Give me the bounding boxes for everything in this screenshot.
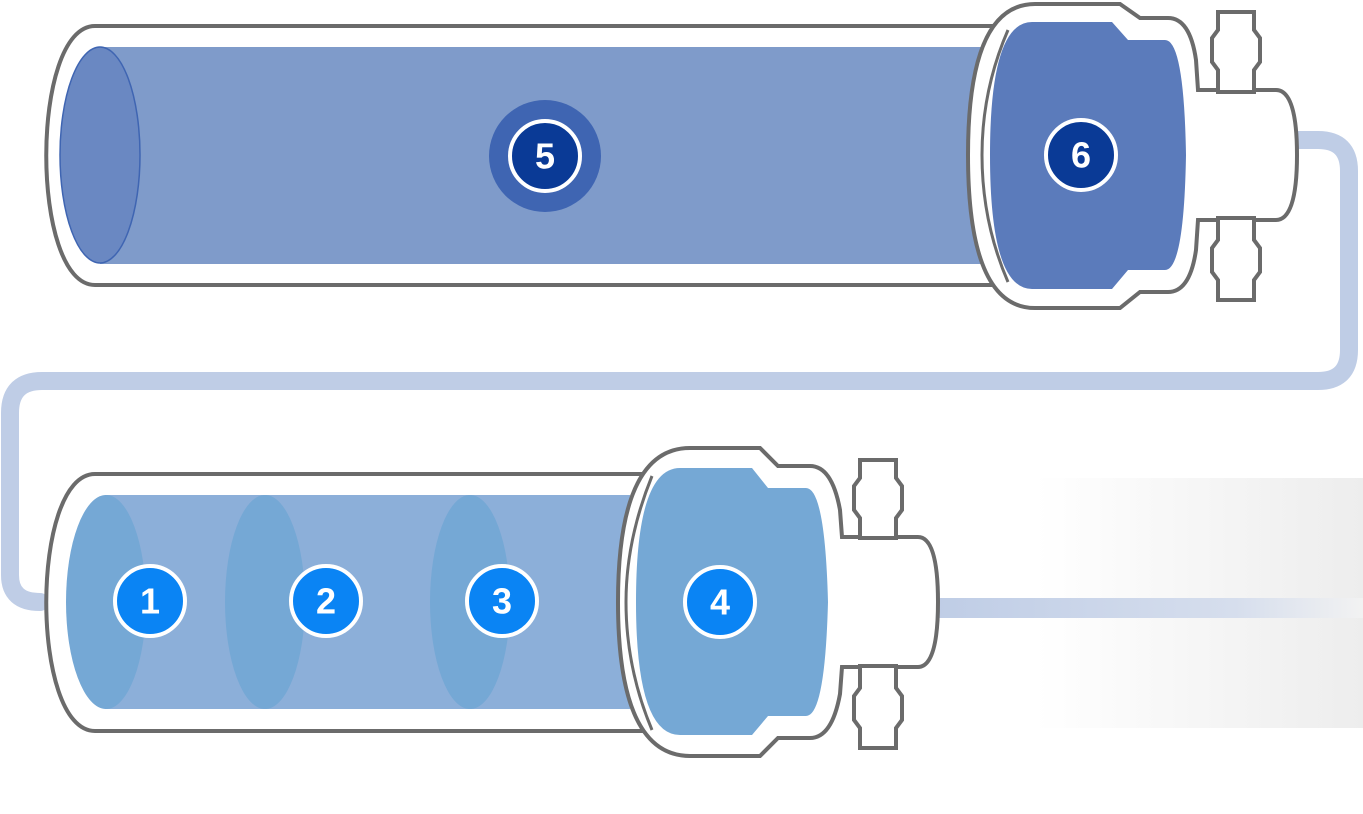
upper-cap-ring: [980, 29, 1010, 283]
stage-marker-1: 1: [113, 564, 187, 638]
stage-2-disc: [225, 495, 305, 709]
connecting-pipe: [1, 131, 1358, 611]
stage-marker-6: 6: [1044, 118, 1118, 192]
lower-fitting-bottom: [852, 664, 904, 750]
upper-fitting-bottom: [1210, 216, 1262, 302]
stage-marker-5: 5: [489, 100, 601, 212]
outlet-pipe: [936, 598, 1363, 618]
upper-filter-end: [59, 46, 141, 264]
stage-marker-4-label: 4: [710, 582, 730, 623]
lower-cap-ring: [624, 475, 654, 731]
stage-1-disc: [66, 495, 146, 709]
stage-marker-6-label: 6: [1071, 135, 1091, 176]
upper-fitting-top: [1210, 10, 1262, 94]
stage-marker-1-label: 1: [140, 581, 160, 622]
stage-marker-3: 3: [465, 564, 539, 638]
stage-markers: 1 2 3 4 5 6: [113, 100, 1118, 639]
stage-marker-3-label: 3: [492, 581, 512, 622]
stage-marker-5-label: 5: [535, 136, 555, 177]
lower-fitting-top: [852, 458, 904, 540]
stage-marker-2: 2: [289, 564, 363, 638]
stage-marker-4: 4: [683, 565, 757, 639]
stage-marker-2-label: 2: [316, 581, 336, 622]
